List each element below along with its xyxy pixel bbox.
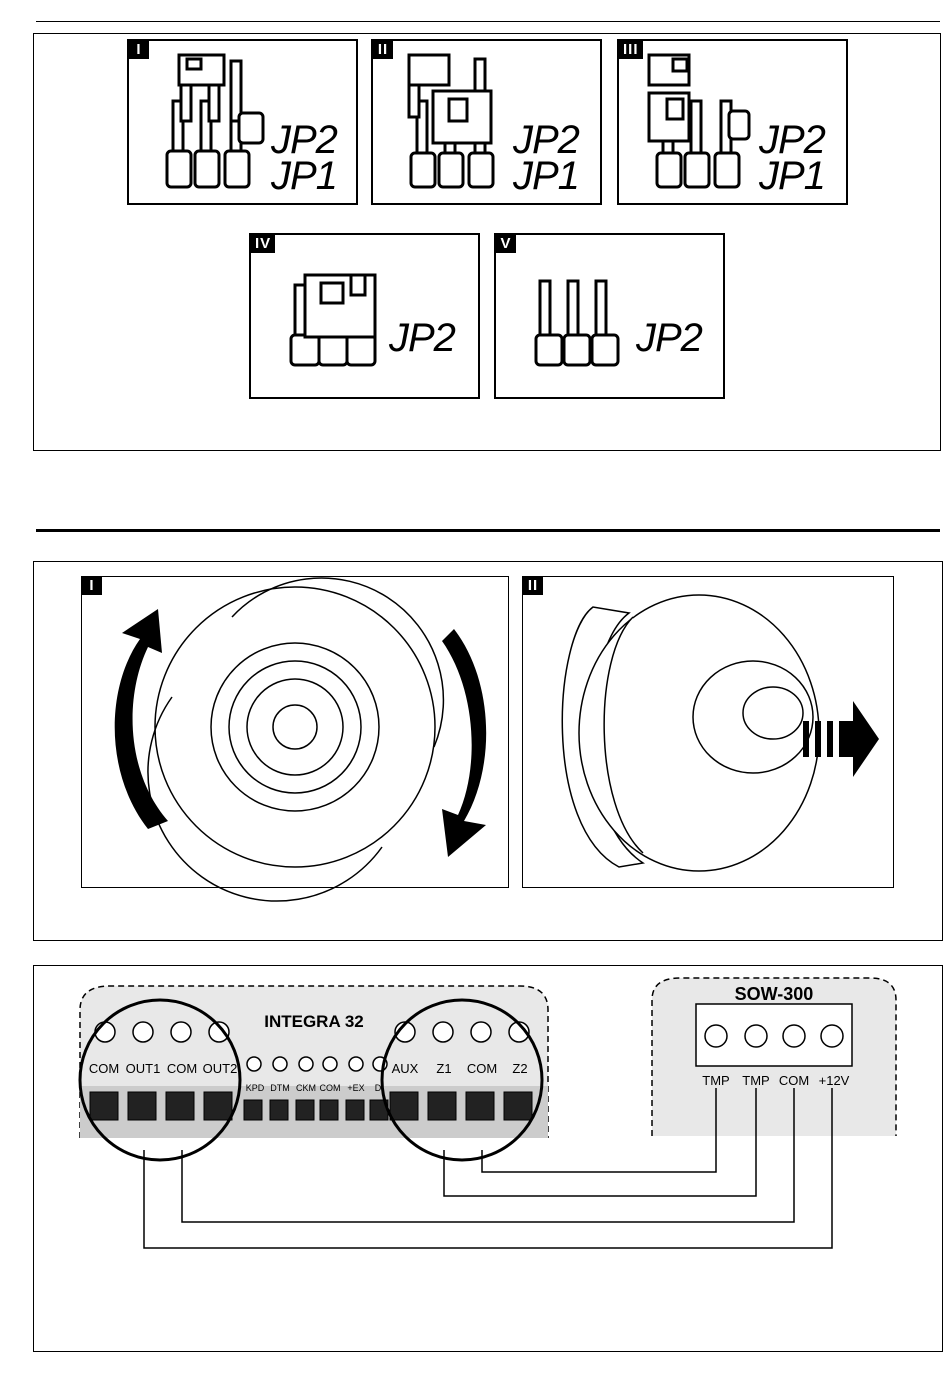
terminal-label: COM — [467, 1061, 497, 1076]
terminal-label: +EX — [347, 1083, 364, 1093]
terminal-label: COM — [89, 1061, 119, 1076]
terminal-label: COM — [167, 1061, 197, 1076]
detector-title: SOW-300 — [735, 984, 814, 1004]
terminal-label: DTM — [270, 1083, 290, 1093]
terminal-label: Z1 — [436, 1061, 451, 1076]
detector-terminal-label: COM — [779, 1073, 809, 1088]
detector-terminal-label: TMP — [742, 1073, 769, 1088]
terminal-label: OUT1 — [126, 1061, 161, 1076]
panel-title: INTEGRA 32 — [264, 1012, 364, 1031]
terminal-label: OUT2 — [203, 1061, 238, 1076]
terminal-label: AUX — [392, 1061, 419, 1076]
terminal-label: D — [375, 1083, 382, 1093]
terminal-label: CKM — [296, 1083, 316, 1093]
terminal-label: COM — [320, 1083, 341, 1093]
terminal-label: KPD — [246, 1083, 265, 1093]
detector-terminal-label: TMP — [702, 1073, 729, 1088]
detector-terminal-label: +12V — [819, 1073, 850, 1088]
terminal-label: Z2 — [512, 1061, 527, 1076]
